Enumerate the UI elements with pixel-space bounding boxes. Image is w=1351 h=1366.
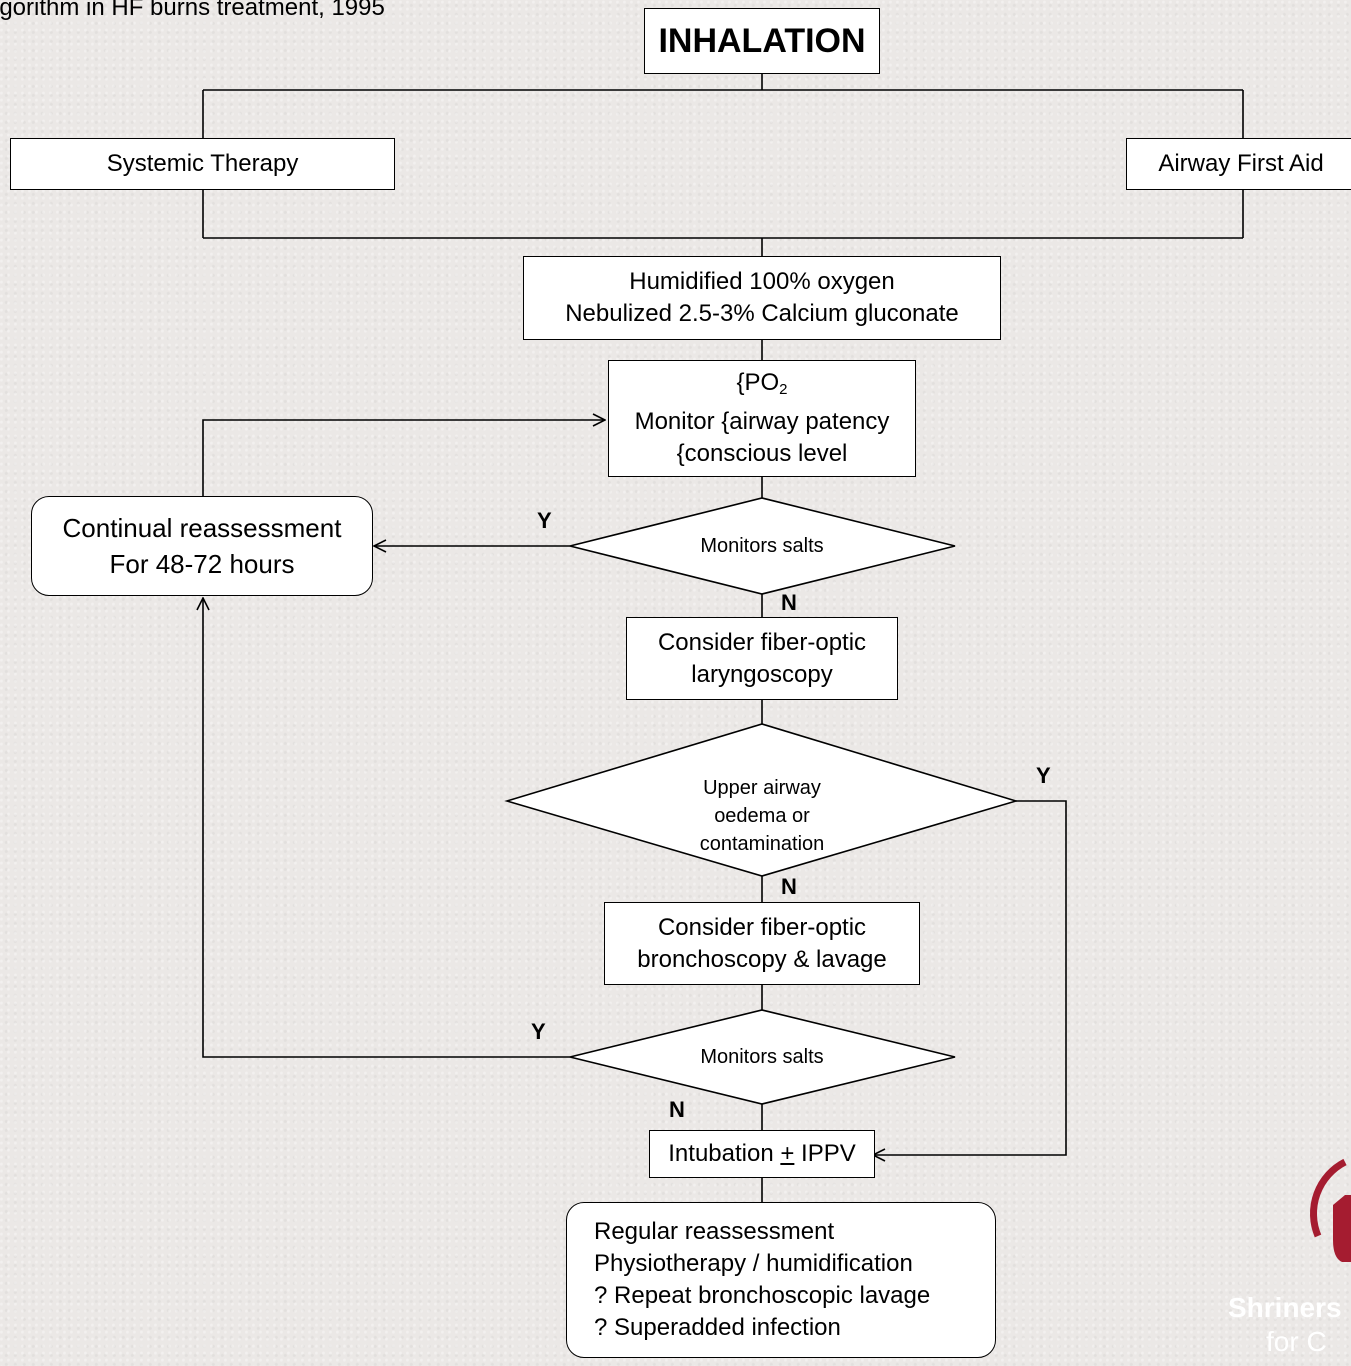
logo-text-shriners: Shriners [1228,1292,1342,1323]
node-monitor: {PO2 Monitor {airway patency {conscious … [608,360,916,477]
label-yes-2: Y [1036,763,1051,788]
label-yes-3: Y [531,1019,546,1044]
label-yes-1: Y [537,508,552,533]
node-laryngoscopy: Consider fiber-optic laryngoscopy [626,617,898,700]
decision-upper-airway-label: Upper airway oedema or contamination [699,777,825,855]
logo-text-for: for C [1266,1326,1327,1357]
diagram-caption: lgorithm in HF burns treatment, 1995 [0,0,385,21]
node-bronchoscopy: Consider fiber-optic bronchoscopy & lava… [604,902,920,985]
shriners-logo-mark [1310,1158,1351,1262]
decision-upper-airway [504,723,1019,877]
node-inhalation: INHALATION [644,8,880,74]
node-airway-first-aid: Airway First Aid [1126,138,1351,190]
node-systemic-therapy: Systemic Therapy [10,138,395,190]
node-continual-reassessment: Continual reassessment For 48-72 hours [31,496,373,596]
label-no-2: N [781,874,797,899]
decision-monitors-salts-2 [569,1009,956,1105]
node-oxygen: Humidified 100% oxygen Nebulized 2.5-3% … [523,256,1001,340]
label-no-3: N [669,1097,685,1122]
decision-monitors-salts-1-label: Monitors salts [700,535,824,557]
node-intubation: Intubation + IPPV [649,1130,875,1178]
node-regular-reassessment: Regular reassessment Physiotherapy / hum… [566,1202,996,1358]
decision-monitors-salts-2-label: Monitors salts [700,1046,824,1068]
decision-monitors-salts-1 [569,497,956,595]
label-no-1: N [781,590,797,615]
